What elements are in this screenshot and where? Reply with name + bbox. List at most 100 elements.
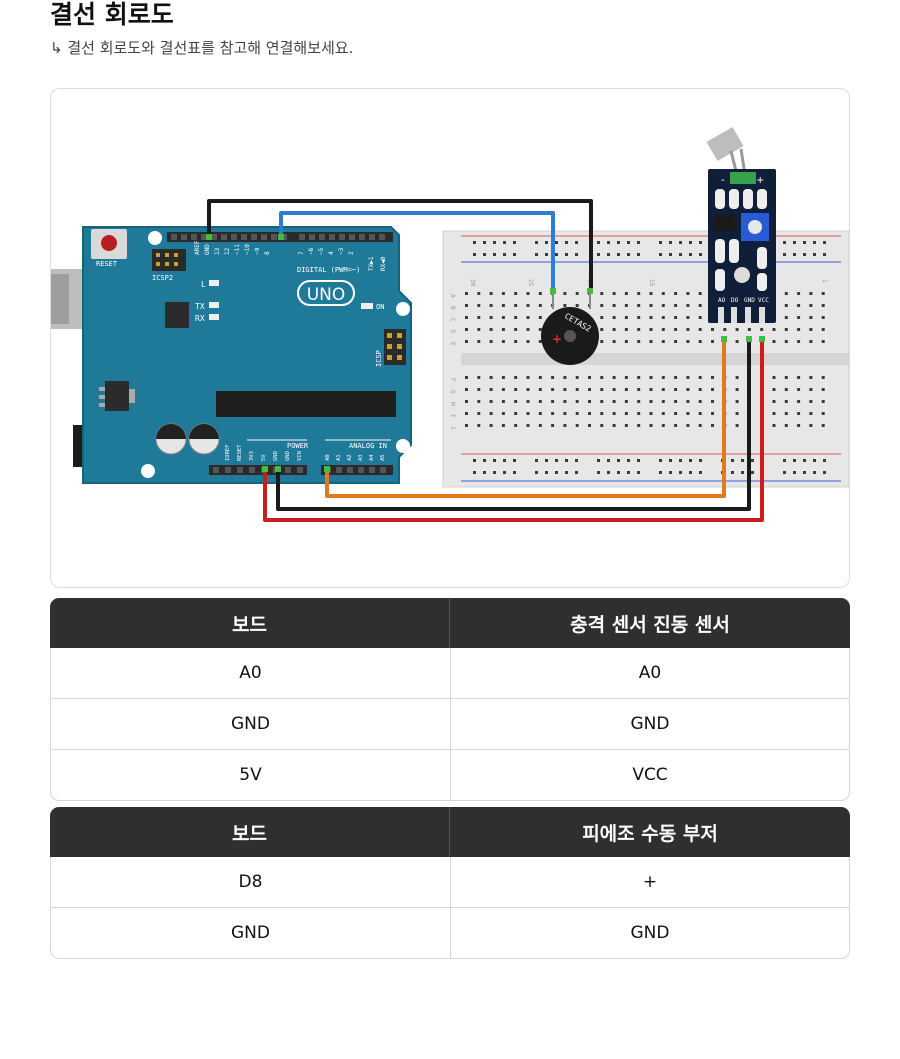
breadboard-hole — [711, 400, 714, 403]
breadboard-hole — [797, 376, 801, 379]
breadboard-hole — [821, 292, 825, 295]
breadboard-hole — [679, 241, 682, 244]
breadboard-hole — [627, 471, 630, 474]
breadboard-hole — [823, 459, 826, 462]
svg-text:G: G — [449, 390, 456, 394]
breadboard-hole — [555, 459, 558, 462]
wire-a0-sensor — [325, 339, 726, 498]
breadboard-hole — [784, 316, 788, 319]
breadboard-hole — [465, 340, 468, 343]
breadboard-hole — [489, 376, 493, 379]
wire-gnd-buzzer — [207, 199, 593, 291]
svg-text:E: E — [449, 342, 456, 346]
breadboard-hole — [600, 412, 604, 415]
breadboard-hole — [686, 304, 690, 307]
breadboard-hole — [575, 253, 578, 256]
breadboard-hole — [659, 471, 662, 474]
breadboard-hole — [575, 471, 578, 474]
breadboard-hole — [637, 471, 640, 474]
breadboard-hole — [637, 412, 641, 415]
breadboard-hole — [731, 471, 734, 474]
breadboard-hole — [514, 292, 518, 295]
svg-text:A4: A4 — [369, 454, 375, 461]
svg-text:D: D — [449, 330, 456, 334]
svg-text:15: 15 — [648, 279, 655, 287]
breadboard-hole — [465, 328, 468, 331]
wire-5v-sensor — [263, 339, 764, 522]
breadboard-hole — [600, 316, 604, 319]
breadboard-hole — [501, 292, 505, 295]
breadboard-hole — [772, 340, 776, 343]
breadboard-hole — [489, 388, 493, 391]
breadboard-hole — [489, 424, 493, 427]
breadboard-hole — [513, 471, 516, 474]
breadboard-hole — [624, 412, 628, 415]
breadboard-hole — [597, 471, 600, 474]
table-cell: A0 — [450, 648, 850, 699]
breadboard-hole — [526, 316, 530, 319]
breadboard-hole — [661, 388, 665, 391]
breadboard-hole — [751, 459, 754, 462]
breadboard-hole — [698, 400, 702, 403]
breadboard-hole — [538, 340, 542, 343]
breadboard-hole — [489, 328, 493, 331]
breadboard-hole — [535, 459, 538, 462]
breadboard-hole — [612, 388, 616, 391]
breadboard-hole — [575, 241, 578, 244]
svg-text:I: I — [449, 414, 456, 418]
breadboard-hole — [493, 459, 496, 462]
breadboard-hole — [612, 304, 616, 307]
breadboard-hole — [809, 400, 813, 403]
breadboard-hole — [649, 376, 653, 379]
breadboard-hole — [649, 412, 653, 415]
breadboard-hole — [649, 304, 653, 307]
breadboard-hole — [689, 253, 692, 256]
table-cell: GND — [450, 699, 850, 750]
breadboard-hole — [809, 340, 813, 343]
breadboard-hole — [477, 316, 481, 319]
breadboard-hole — [612, 400, 616, 403]
breadboard-hole — [686, 316, 690, 319]
breadboard-hole — [465, 292, 468, 295]
breadboard-hole — [772, 328, 776, 331]
breadboard-hole — [793, 459, 796, 462]
breadboard-hole — [686, 376, 690, 379]
breadboard-hole — [465, 412, 468, 415]
breadboard-hole — [563, 292, 567, 295]
breadboard-hole — [735, 340, 739, 343]
svg-text:~6: ~6 — [308, 247, 315, 255]
breadboard-hole — [575, 412, 579, 415]
wiring-diagram-card: RESET ICSP2 AREF GND 13 12 ~ — [50, 88, 850, 588]
breadboard-hole — [538, 376, 542, 379]
breadboard-hole — [772, 400, 776, 403]
digital-label: DIGITAL (PWM=~) — [297, 266, 360, 274]
breadboard-hole — [465, 424, 468, 427]
breadboard-hole — [600, 340, 604, 343]
breadboard-hole — [698, 424, 702, 427]
breadboard-hole — [674, 340, 678, 343]
breadboard-hole — [538, 328, 542, 331]
breadboard-hole — [501, 376, 505, 379]
power-header — [209, 465, 307, 475]
breadboard-hole — [575, 292, 579, 295]
breadboard-hole — [575, 400, 579, 403]
breadboard-hole — [607, 471, 610, 474]
breadboard-hole — [627, 459, 630, 462]
breadboard-hole — [735, 328, 739, 331]
breadboard-hole — [465, 376, 468, 379]
breadboard-hole — [526, 412, 530, 415]
breadboard-hole — [477, 400, 481, 403]
breadboard-hole — [821, 376, 825, 379]
breadboard-hole — [514, 316, 518, 319]
svg-text:3V3: 3V3 — [249, 451, 255, 461]
breadboard-hole — [563, 304, 567, 307]
breadboard-hole — [711, 388, 714, 391]
svg-text:AREF: AREF — [194, 240, 201, 255]
breadboard-hole — [711, 424, 714, 427]
breadboard-hole — [612, 376, 616, 379]
breadboard-hole — [514, 340, 518, 343]
table-header-board: 보드 — [50, 598, 450, 648]
breadboard-hole — [760, 328, 764, 331]
breadboard-hole — [607, 253, 610, 256]
breadboard-hole — [751, 471, 754, 474]
